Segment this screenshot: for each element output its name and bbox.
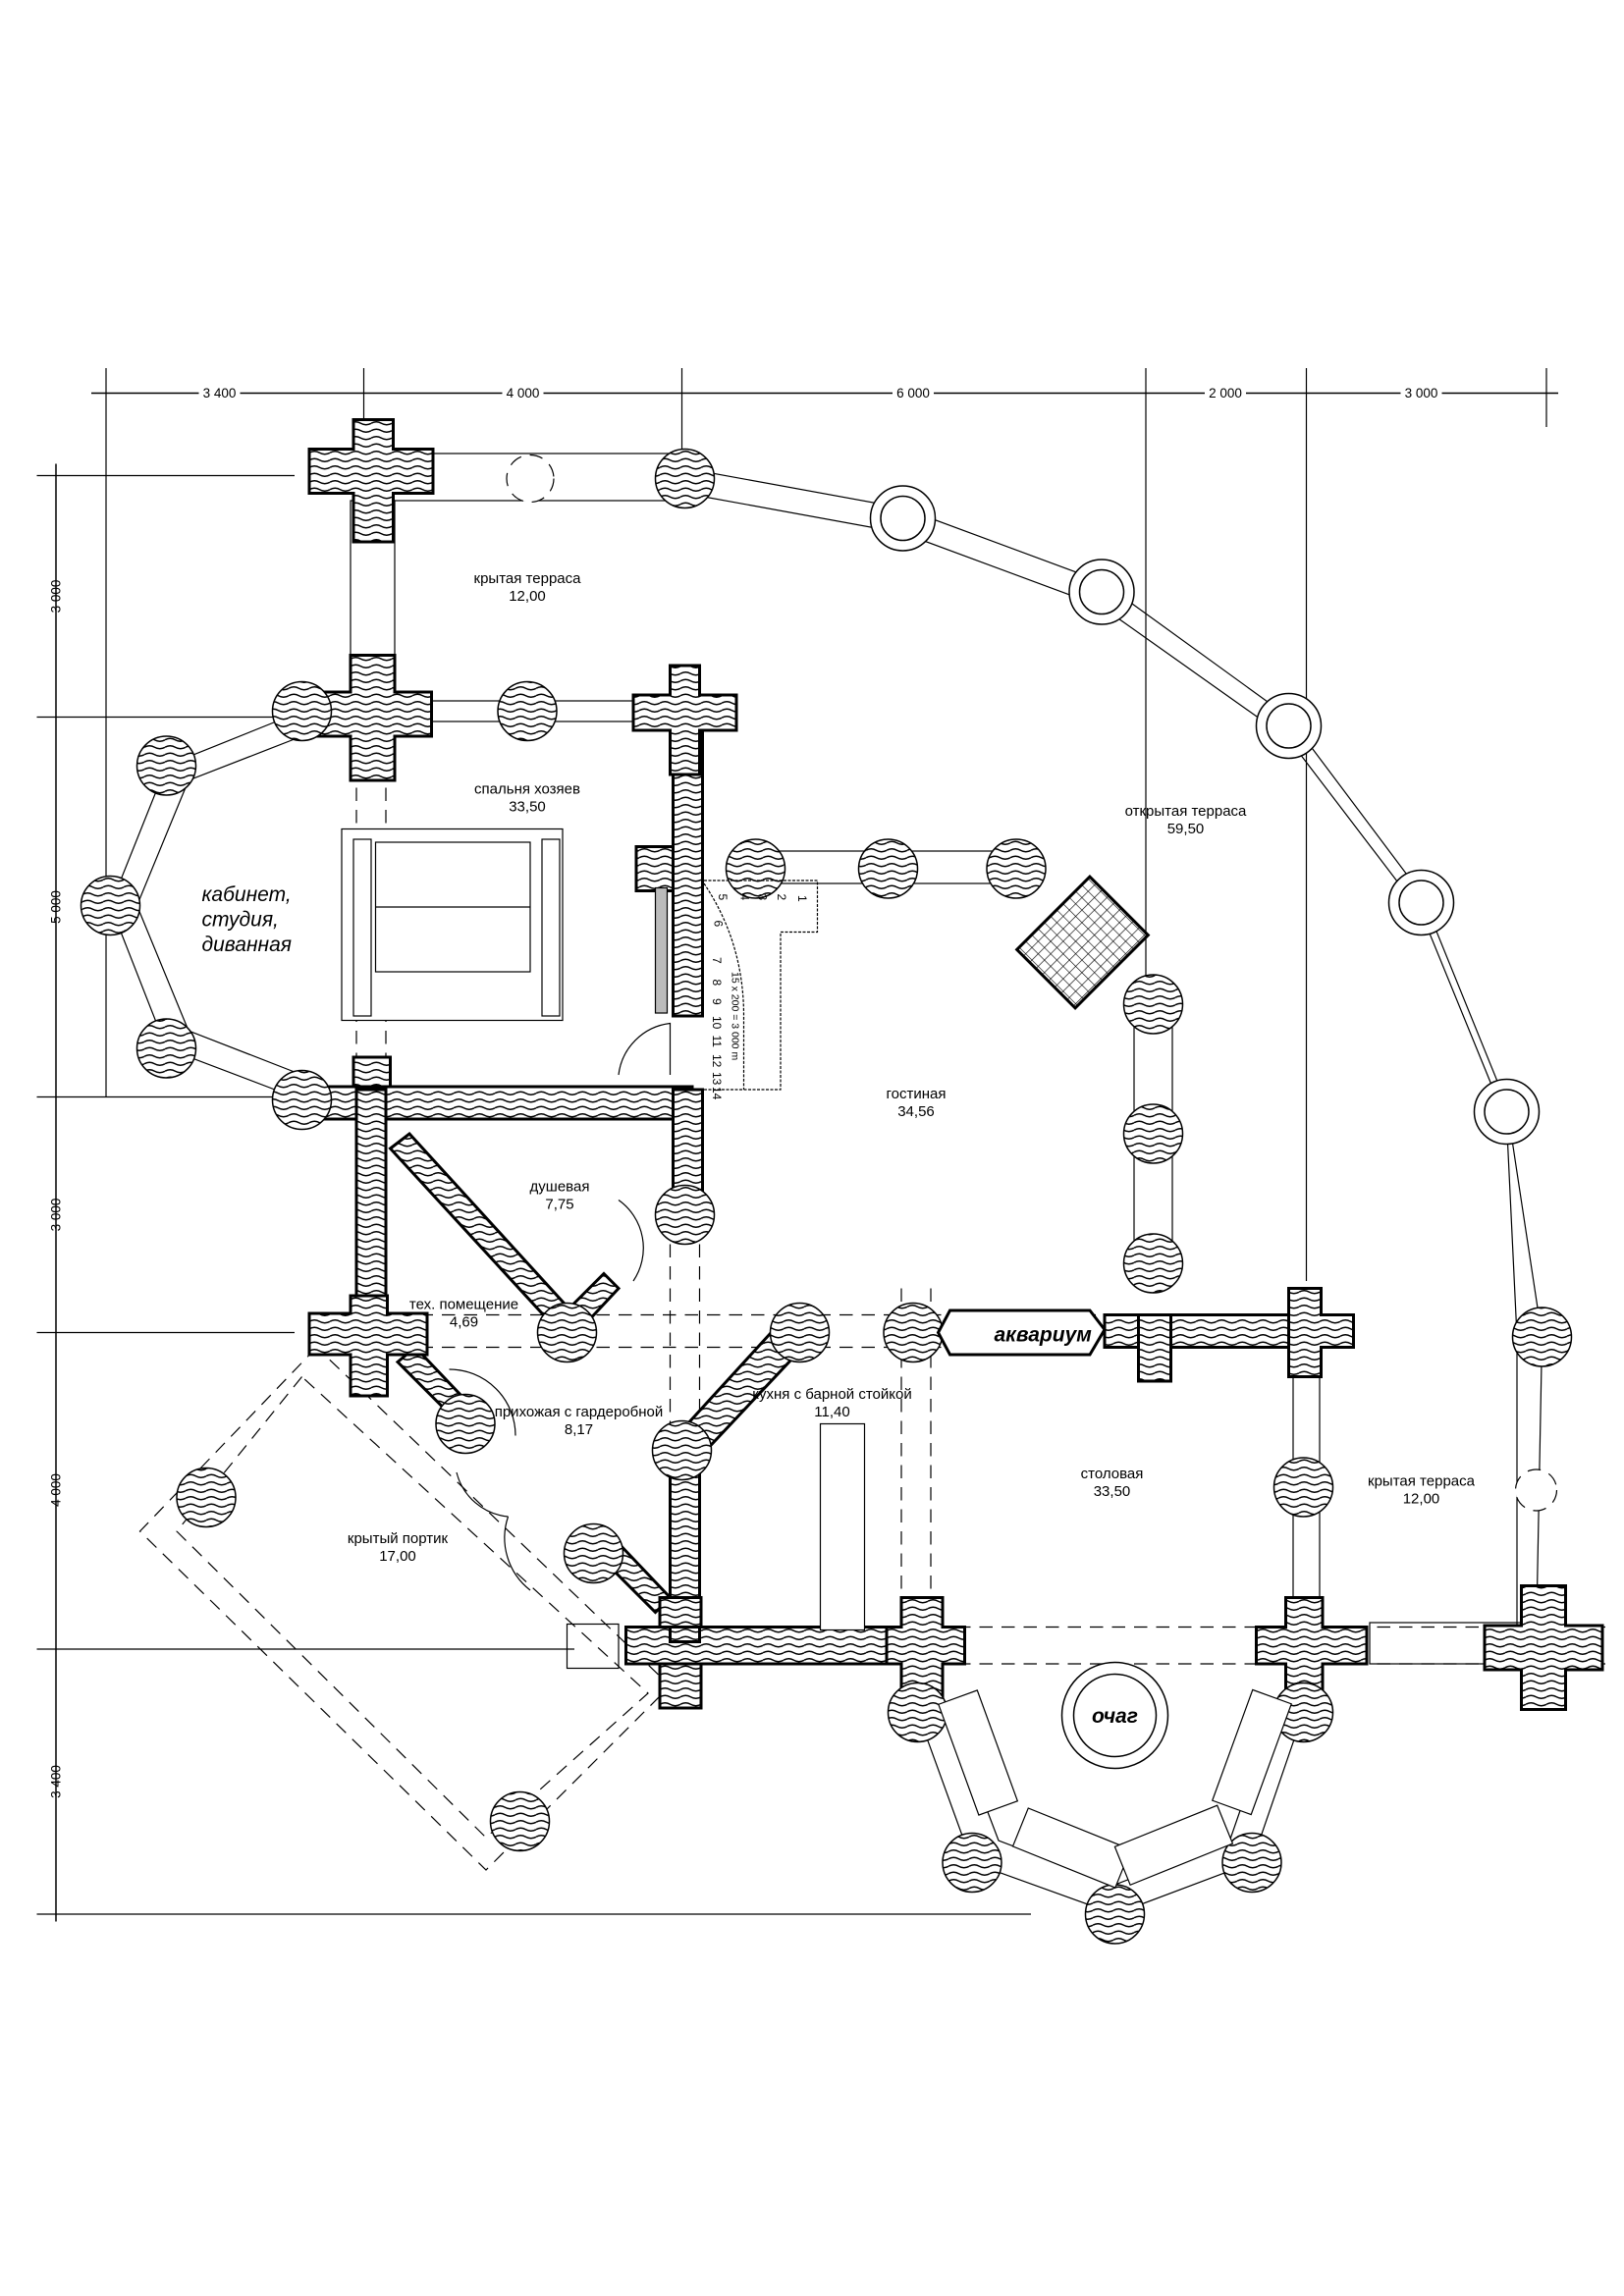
door-arcs	[449, 1022, 672, 1591]
stair-step-number: 2	[775, 894, 788, 901]
stair-step-number: 8	[710, 980, 724, 987]
room-area: 34,56	[897, 1103, 935, 1120]
round-log	[497, 680, 558, 742]
round-log	[435, 1393, 496, 1455]
room-area: 12,00	[509, 588, 546, 605]
round-log	[769, 1302, 831, 1363]
stair-step-number: 14	[710, 1087, 724, 1100]
stair-step-number: 7	[710, 957, 724, 964]
room-area: 7,75	[545, 1197, 573, 1213]
round-log	[725, 838, 786, 899]
room-labels: крытая терраса 12,00 спальня хозяев 33,5…	[202, 570, 1476, 1565]
dimension-top: 3 400 4 000 6 000 2 000 3 000	[91, 368, 1558, 1281]
round-log	[986, 838, 1047, 899]
room-area: 33,50	[509, 799, 546, 816]
dim-top-5: 3 000	[1405, 386, 1438, 400]
dresser	[1014, 875, 1151, 1010]
round-log	[1122, 1233, 1184, 1294]
room-name: душевая	[530, 1179, 590, 1196]
round-log	[489, 1790, 551, 1852]
room-name: крытая терраса	[1368, 1473, 1476, 1490]
dim-left-2: 5 000	[49, 890, 64, 924]
dim-top-3: 6 000	[896, 386, 930, 400]
stair-step-number: 4	[738, 894, 752, 901]
round-log	[563, 1522, 624, 1584]
hearth-label: очаг	[1092, 1705, 1138, 1728]
round-log	[271, 680, 333, 742]
dim-left-4: 4 000	[49, 1473, 64, 1507]
room-name: столовая	[1081, 1466, 1144, 1482]
round-log	[135, 735, 197, 796]
round-log	[887, 1682, 948, 1743]
room-name: кухня с барной стойкой	[752, 1386, 911, 1403]
log-corners	[304, 418, 1604, 1711]
bar-counter	[819, 1422, 866, 1631]
bay-benches	[938, 1688, 1293, 1889]
room-name: крытый портик	[348, 1530, 449, 1547]
round-log	[1084, 1884, 1146, 1945]
stair-step-number: 13	[710, 1072, 724, 1086]
aquarium: аквариум	[936, 1308, 1107, 1357]
dim-left-1: 3 000	[49, 580, 64, 614]
room-area: 59,50	[1167, 821, 1205, 837]
room-name: прихожая с гардеробной	[495, 1404, 664, 1420]
dim-top-2: 4 000	[507, 386, 540, 400]
round-log	[883, 1302, 944, 1363]
dim-left-3: 3 000	[49, 1199, 64, 1232]
room-name: тех. помещение	[409, 1297, 518, 1313]
stair-step-number: 11	[710, 1036, 724, 1048]
round-log	[654, 448, 716, 509]
stair-step-number: 3	[756, 894, 770, 901]
room-area: 33,50	[1094, 1483, 1131, 1500]
round-logs	[80, 448, 1573, 1945]
stair-step-number: 6	[712, 921, 726, 928]
hollow-posts	[506, 454, 1558, 1512]
stair-step-number: 10	[710, 1016, 724, 1030]
stair-step-number: 5	[716, 894, 730, 901]
round-log	[1511, 1307, 1573, 1367]
hearth: очаг	[1060, 1661, 1169, 1770]
study-label: студия,	[202, 909, 279, 932]
bed	[341, 828, 564, 1022]
room-name: крытая терраса	[474, 570, 582, 587]
room-name: открытая терраса	[1125, 803, 1247, 820]
aquarium-label: аквариум	[995, 1324, 1093, 1347]
dim-left-5: 3 400	[49, 1765, 64, 1798]
room-area: 4,69	[450, 1314, 478, 1331]
terrace-beams	[109, 453, 1544, 1915]
wardrobe	[654, 886, 669, 1014]
round-log	[1122, 1103, 1184, 1164]
stair-step-number: 1	[795, 895, 809, 902]
round-log	[176, 1467, 237, 1528]
round-log	[857, 838, 919, 899]
dim-top-4: 2 000	[1209, 386, 1242, 400]
study-label: кабинет,	[202, 883, 292, 906]
round-log	[942, 1832, 1002, 1894]
round-log	[271, 1069, 333, 1131]
round-log	[536, 1302, 598, 1363]
stair-step-number: 12	[710, 1054, 724, 1068]
round-log	[651, 1419, 713, 1481]
round-log	[1122, 974, 1184, 1035]
room-area: 11,40	[814, 1404, 849, 1420]
room-name: гостиная	[887, 1086, 947, 1102]
stair-note: 15 x 200 = 3 000 m	[730, 972, 741, 1060]
dimension-left: 3 000 5 000 3 000 4 000 3 400	[36, 463, 1031, 1922]
room-area: 8,17	[565, 1421, 593, 1438]
round-log	[1221, 1832, 1282, 1894]
room-name: спальня хозяев	[474, 781, 580, 798]
round-log	[1272, 1457, 1334, 1518]
round-log	[80, 875, 141, 936]
room-area: 12,00	[1403, 1491, 1440, 1508]
round-log	[135, 1018, 197, 1079]
dim-top-1: 3 400	[203, 386, 237, 400]
porch-step	[566, 1623, 620, 1670]
room-area: 17,00	[379, 1548, 416, 1565]
study-label: диванная	[202, 934, 292, 956]
round-log	[654, 1184, 716, 1246]
stair-step-number: 9	[710, 998, 724, 1005]
